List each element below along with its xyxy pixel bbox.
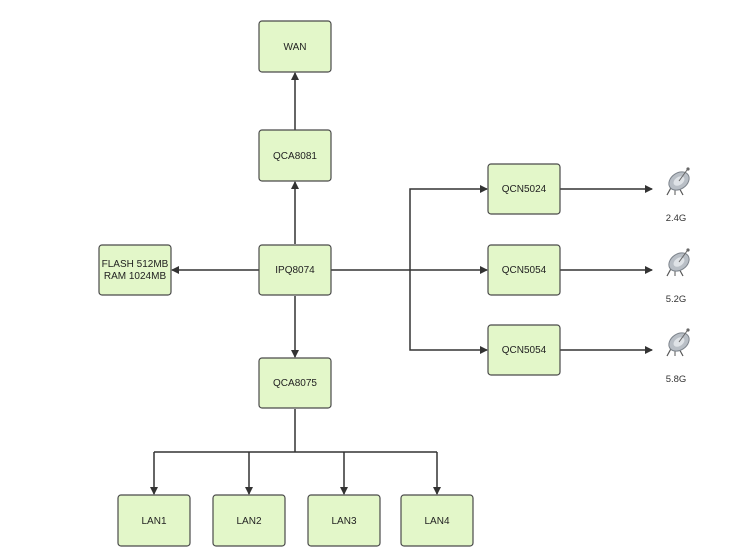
antenna-52g-label: 5.2G — [666, 294, 687, 305]
node-qcn5054-a: QCN5054 — [487, 244, 561, 296]
node-lan4: LAN4 — [400, 494, 474, 547]
satellite-dish-icon — [664, 327, 694, 357]
antenna-24g: 2.4G — [664, 166, 694, 224]
node-ipq8074-label: IPQ8074 — [275, 265, 315, 276]
node-qca8081: QCA8081 — [258, 129, 332, 182]
node-lan3: LAN3 — [307, 494, 381, 547]
node-memory: FLASH 512MB RAM 1024MB — [98, 244, 172, 296]
node-ram-label: RAM 1024MB — [104, 271, 167, 282]
node-qcn5054-a-label: QCN5054 — [502, 265, 547, 276]
node-ipq8074: IPQ8074 — [258, 244, 332, 296]
satellite-dish-icon — [664, 166, 694, 196]
node-wan-label: WAN — [284, 42, 307, 53]
antenna-24g-label: 2.4G — [666, 213, 687, 224]
node-qcn5054-b: QCN5054 — [487, 324, 561, 376]
node-lan2-label: LAN2 — [236, 516, 261, 527]
node-qcn5024-label: QCN5024 — [502, 184, 547, 195]
antenna-58g: 5.8G — [664, 327, 694, 385]
connectors — [150, 72, 653, 495]
antenna-52g: 5.2G — [664, 247, 694, 305]
antenna-58g-label: 5.8G — [666, 374, 687, 385]
node-qcn5024: QCN5024 — [487, 163, 561, 215]
node-lan3-label: LAN3 — [331, 516, 356, 527]
node-qca8075: QCA8075 — [258, 357, 332, 409]
node-flash-label: FLASH 512MB — [102, 259, 169, 270]
node-qca8075-label: QCA8075 — [273, 378, 317, 389]
node-lan1-label: LAN1 — [141, 516, 166, 527]
node-wan: WAN — [258, 20, 332, 73]
node-qca8081-label: QCA8081 — [273, 151, 317, 162]
node-lan1: LAN1 — [117, 494, 191, 547]
node-lan4-label: LAN4 — [424, 516, 449, 527]
node-lan2: LAN2 — [212, 494, 286, 547]
satellite-dish-icon — [664, 247, 694, 277]
edge-bus-qcn5054-b — [409, 270, 488, 354]
node-qcn5054-b-label: QCN5054 — [502, 345, 547, 356]
edge-bus-qcn5024 — [409, 185, 488, 270]
